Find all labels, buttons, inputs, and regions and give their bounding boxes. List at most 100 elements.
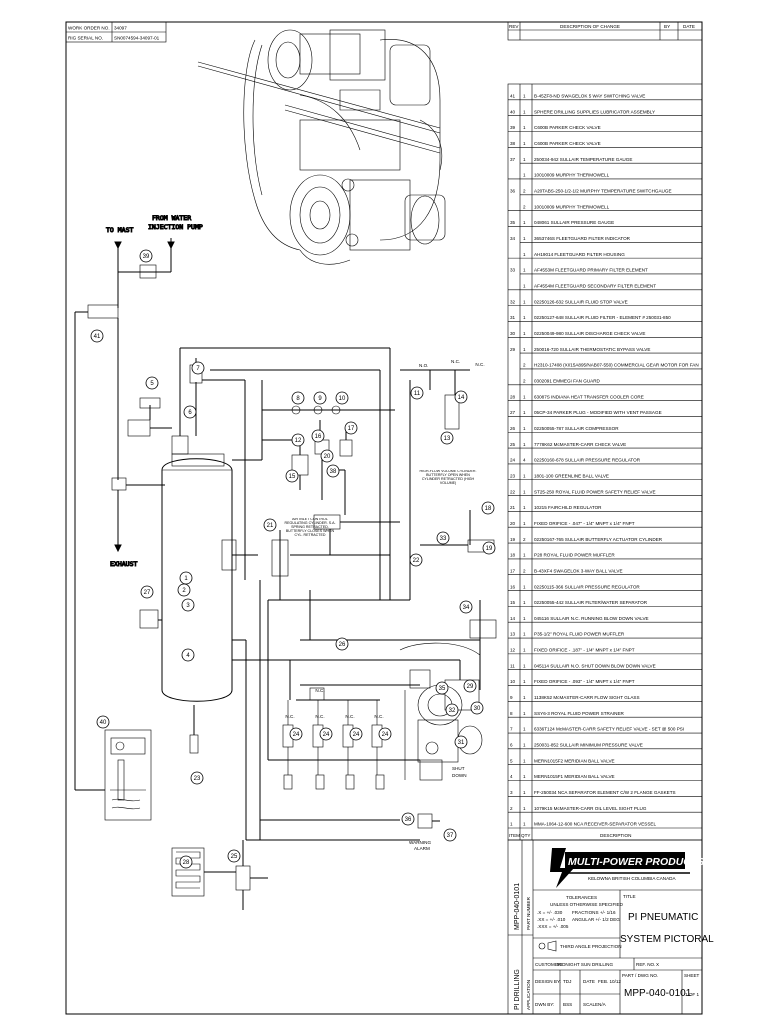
bom-description: 3653746S FLEETGUARD FILTER INDICATOR — [534, 236, 631, 241]
balloon-number: 36 — [405, 817, 412, 823]
callout-balloon: 16 — [311, 429, 325, 443]
nc-marker: N.C. — [345, 714, 354, 719]
bom-qty: 1 — [523, 331, 526, 336]
callout-balloon: 28 — [179, 855, 193, 869]
bom-description: 02250115-366 SULLAIR PRESSURE REGULATOR — [534, 584, 640, 589]
bom-item-number: 28 — [510, 394, 516, 399]
bom-item-number: 7 — [510, 727, 513, 732]
callout-balloon: 14 — [454, 390, 468, 404]
balloon-number: 14 — [458, 395, 465, 401]
bom-description: 02250127-648 SULLAIR FLUID FILTER - ELEM… — [534, 315, 671, 320]
bom-item-number: 27 — [510, 410, 516, 415]
receiver-vessel — [127, 397, 258, 754]
bom-item-number: 19 — [510, 537, 516, 542]
regulator-row — [282, 700, 385, 790]
bom-description: 250016-720 SULLAIR THERMOSTATIC BYPASS V… — [534, 347, 650, 352]
bom-qty: 1 — [523, 141, 526, 146]
bom-footer-description: DESCRIPTION — [600, 833, 631, 838]
bom-item-number: 2 — [510, 806, 513, 811]
callout-balloon: 9 — [313, 391, 327, 405]
callout-balloon: 11 — [410, 386, 424, 400]
balloon-number: 2 — [182, 588, 186, 594]
callout-balloon: 5 — [145, 376, 159, 390]
callout-balloon: 24 — [289, 727, 303, 741]
title-label: TITLE — [623, 894, 636, 899]
callout-balloon: 38 — [326, 464, 340, 478]
date-value: FEB. 10/12 — [598, 979, 621, 984]
nc-marker: N.C. — [475, 362, 484, 367]
bom-description: FIXED ORIFICE - .093" - 1/4" MNPT x 1/4"… — [534, 679, 635, 684]
balloon-number: 39 — [143, 254, 150, 260]
callout-balloon: 39 — [139, 249, 153, 263]
bom-item-number: 11 — [510, 663, 515, 668]
bom-description: B-43XF4 SWAGELOK 3-WAY BALL VALVE — [534, 568, 623, 573]
bom-qty: 2 — [523, 378, 526, 383]
part-number-vertical-label: PART NUMBER — [526, 896, 531, 930]
balloon-number: 11 — [414, 391, 421, 397]
bom-item-number: 3 — [510, 790, 513, 795]
balloon-number: 24 — [353, 732, 360, 738]
bom-qty: 1 — [523, 109, 526, 114]
bom-item-number: 14 — [510, 616, 516, 621]
callout-balloon: 24 — [319, 727, 333, 741]
bom-description: SSY6-3 ROYAL FLUID POWER STRAINER — [534, 711, 625, 716]
bom-qty: 1 — [523, 473, 526, 478]
callout-balloon: 29 — [463, 679, 477, 693]
bom-qty: 1 — [523, 268, 526, 273]
bom-description: MERN1015F1 MERIDIAN BALL VALVE — [534, 774, 615, 779]
callout-balloon: 23 — [190, 771, 204, 785]
bom-description: AF4553M FLEETGUARD PRIMARY FILTER ELEMEN… — [534, 268, 648, 273]
nc-label: N.C. — [451, 359, 460, 364]
bom-qty: 1 — [523, 711, 526, 716]
bom-qty: 1 — [523, 426, 526, 431]
piping-main — [179, 347, 497, 841]
callout-balloon: 4 — [181, 648, 195, 662]
balloon-number: 31 — [458, 740, 465, 746]
balloon-number: 40 — [100, 720, 107, 726]
cooler-core — [171, 840, 268, 910]
bom-description: 10010009 MURPHY THERMOWELL — [534, 173, 610, 178]
work-order-value: 34097 — [114, 26, 127, 31]
bom-description: 02250055-787 SULLAIR COMPRESSOR — [534, 426, 619, 431]
callout-balloon: 1 — [179, 571, 193, 585]
work-order-table: WORK ORDER NO. 34097 RIG SERIAL NO. SN00… — [65, 21, 167, 43]
callout-balloon: 26 — [335, 637, 349, 651]
rig-serial-value: SN0074594-34097-01 — [114, 36, 160, 41]
bom-item-number: 39 — [510, 125, 516, 130]
callout-balloon: 35 — [435, 681, 449, 695]
bom-item-number: 16 — [510, 584, 516, 589]
balloon-number: 24 — [293, 732, 300, 738]
bom-qty: 1 — [523, 790, 526, 795]
date-header: DATE — [683, 24, 695, 29]
bom-description: B-45ZF8-ND SWAGELOK 5 WAY SWITCHING VALV… — [534, 94, 645, 99]
callout-balloon: 3 — [181, 598, 195, 612]
bom-qty: 1 — [523, 489, 526, 494]
bom-description: SPHERE DRILLING SUPPLIES LUBRICATOR ASSE… — [534, 109, 655, 114]
tolerances-title: TOLERANCES — [566, 895, 597, 900]
balloon-number: 38 — [330, 469, 337, 475]
from-water-label-2: INJECTION PUMP — [148, 223, 203, 231]
balloon-number: 24 — [323, 732, 330, 738]
bom-description: MMA-1064-12-600 NCA RECEIVER-SEPARATOR V… — [534, 822, 656, 827]
bom-item-number: 38 — [510, 141, 516, 146]
bom-qty: 1 — [523, 315, 526, 320]
rev-header: REV — [509, 24, 519, 29]
callout-balloon: 13 — [440, 431, 454, 445]
callout-balloon: 24 — [378, 727, 392, 741]
sheet-label: SHEET — [684, 973, 700, 978]
callout-balloon: 15 — [285, 469, 299, 483]
bom-item-number: 4 — [510, 774, 513, 779]
compressor-pictorial — [197, 29, 446, 265]
part-number-vertical: MPP-040-0101 — [514, 883, 521, 930]
to-mast-label: TO MAST — [106, 226, 133, 234]
bom-item-number: 18 — [510, 553, 516, 558]
bom-description: P35-1/2" ROYAL FLUID POWER MUFFLER — [534, 632, 625, 637]
shut-down-label-2: DOWN — [452, 773, 467, 778]
bom-qty: 1 — [523, 600, 526, 605]
part-dwg-label: PART / DWG NO. — [622, 973, 658, 978]
company-logo: MULTI-POWER PRODUCTS LTD. KELOWNA BRITIS… — [550, 848, 730, 888]
callout-balloon: 17 — [344, 421, 358, 435]
from-water-label-1: FROM WATER — [152, 214, 191, 222]
callout-balloon: 8 — [291, 391, 305, 405]
